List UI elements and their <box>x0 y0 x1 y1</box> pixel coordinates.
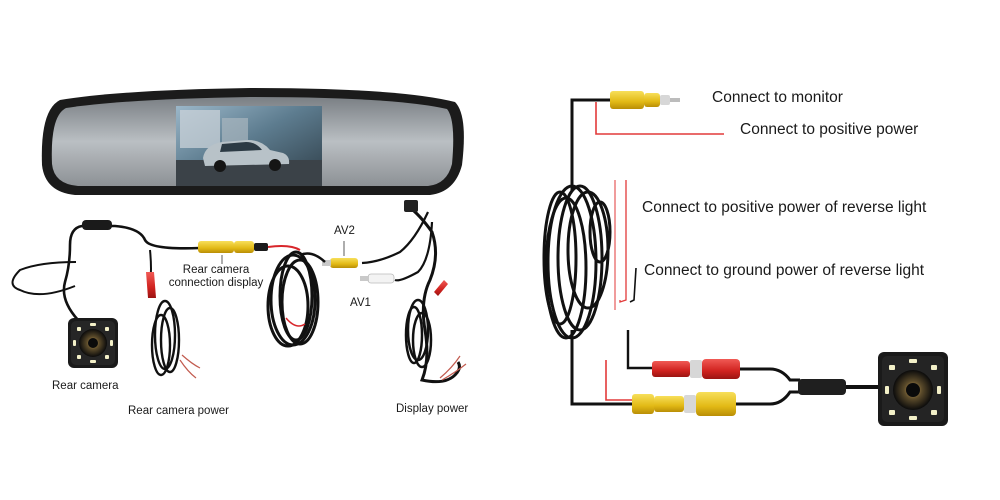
positive-power-wire <box>595 102 724 135</box>
av1-connector <box>360 273 395 284</box>
camera-cable <box>11 261 77 296</box>
label-rear-camera-connection-display-line1: Rear camera <box>182 264 250 276</box>
reverse-positive-wire <box>619 180 627 303</box>
display-power-wire-ends <box>439 355 467 381</box>
label-rear-camera-power: Rear camera power <box>128 405 229 417</box>
rear-camera-power-coil <box>150 299 181 377</box>
yellow-connector-cable <box>736 390 800 406</box>
screen-building <box>180 110 220 148</box>
left-panel <box>11 88 467 384</box>
monitor-cable <box>570 98 612 190</box>
right-cable-coil <box>542 184 612 340</box>
label-connect-to-monitor: Connect to monitor <box>712 89 843 106</box>
red-connector-cable <box>740 367 800 382</box>
label-display-power: Display power <box>396 403 469 415</box>
mirror-cable-plug <box>404 200 418 212</box>
screen-car <box>203 140 290 172</box>
label-connect-to-positive-power: Connect to positive power <box>740 121 919 138</box>
av-cable <box>361 211 434 282</box>
rear-camera-power-wire-ends <box>179 354 201 379</box>
extension-cable-coil <box>266 250 320 348</box>
red-wire-lower <box>605 360 634 401</box>
rear-camera <box>68 318 118 368</box>
yellow-video-connector <box>632 392 736 416</box>
display-power-red-plug <box>434 280 448 296</box>
label-connect-to-reverse-ground: Connect to ground power of reverse light <box>644 262 925 279</box>
camera-junction <box>798 379 846 395</box>
red-power-connector <box>652 359 740 379</box>
label-av1: AV1 <box>350 297 371 309</box>
display-power-coil <box>404 298 433 369</box>
extension-cable <box>299 252 326 263</box>
red-wire <box>267 245 301 251</box>
monitor-rca-connector <box>610 91 680 109</box>
rear-camera-connection-rca <box>198 241 268 253</box>
right-panel <box>542 91 948 426</box>
label-av2: AV2 <box>334 225 355 237</box>
rear-camera-power-red-plug <box>146 272 156 298</box>
right-main-cable <box>570 330 640 406</box>
mirror-monitor <box>41 88 464 195</box>
av2-connector <box>322 258 358 268</box>
reverse-ground-wire <box>629 267 637 303</box>
cable-junction <box>82 220 112 230</box>
right-rear-camera <box>878 352 948 426</box>
label-rear-camera-connection-display: Rear camera connection display <box>166 264 266 290</box>
reverse-ground-wire-black <box>626 330 654 370</box>
label-connect-to-reverse-positive: Connect to positive power of reverse lig… <box>642 199 927 216</box>
rear-camera-video-cable <box>62 224 201 321</box>
label-rear-camera: Rear camera <box>52 380 119 392</box>
extension-red-wire <box>285 317 306 327</box>
label-rear-camera-connection-display-line2: connection display <box>168 277 264 289</box>
